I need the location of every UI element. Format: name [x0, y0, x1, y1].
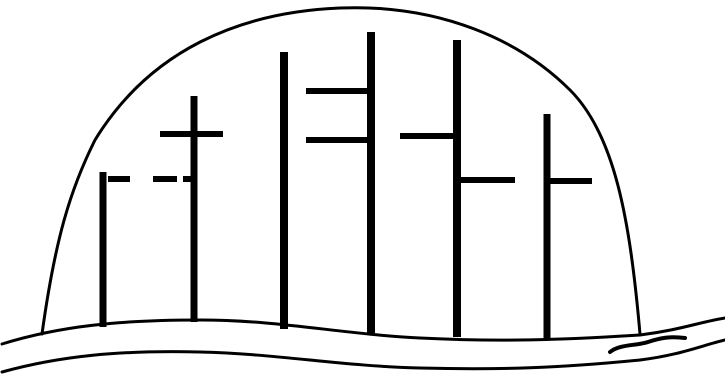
ground-line-top	[2, 318, 725, 344]
scribble-mark	[610, 337, 685, 352]
ground-line-bottom	[2, 340, 725, 372]
